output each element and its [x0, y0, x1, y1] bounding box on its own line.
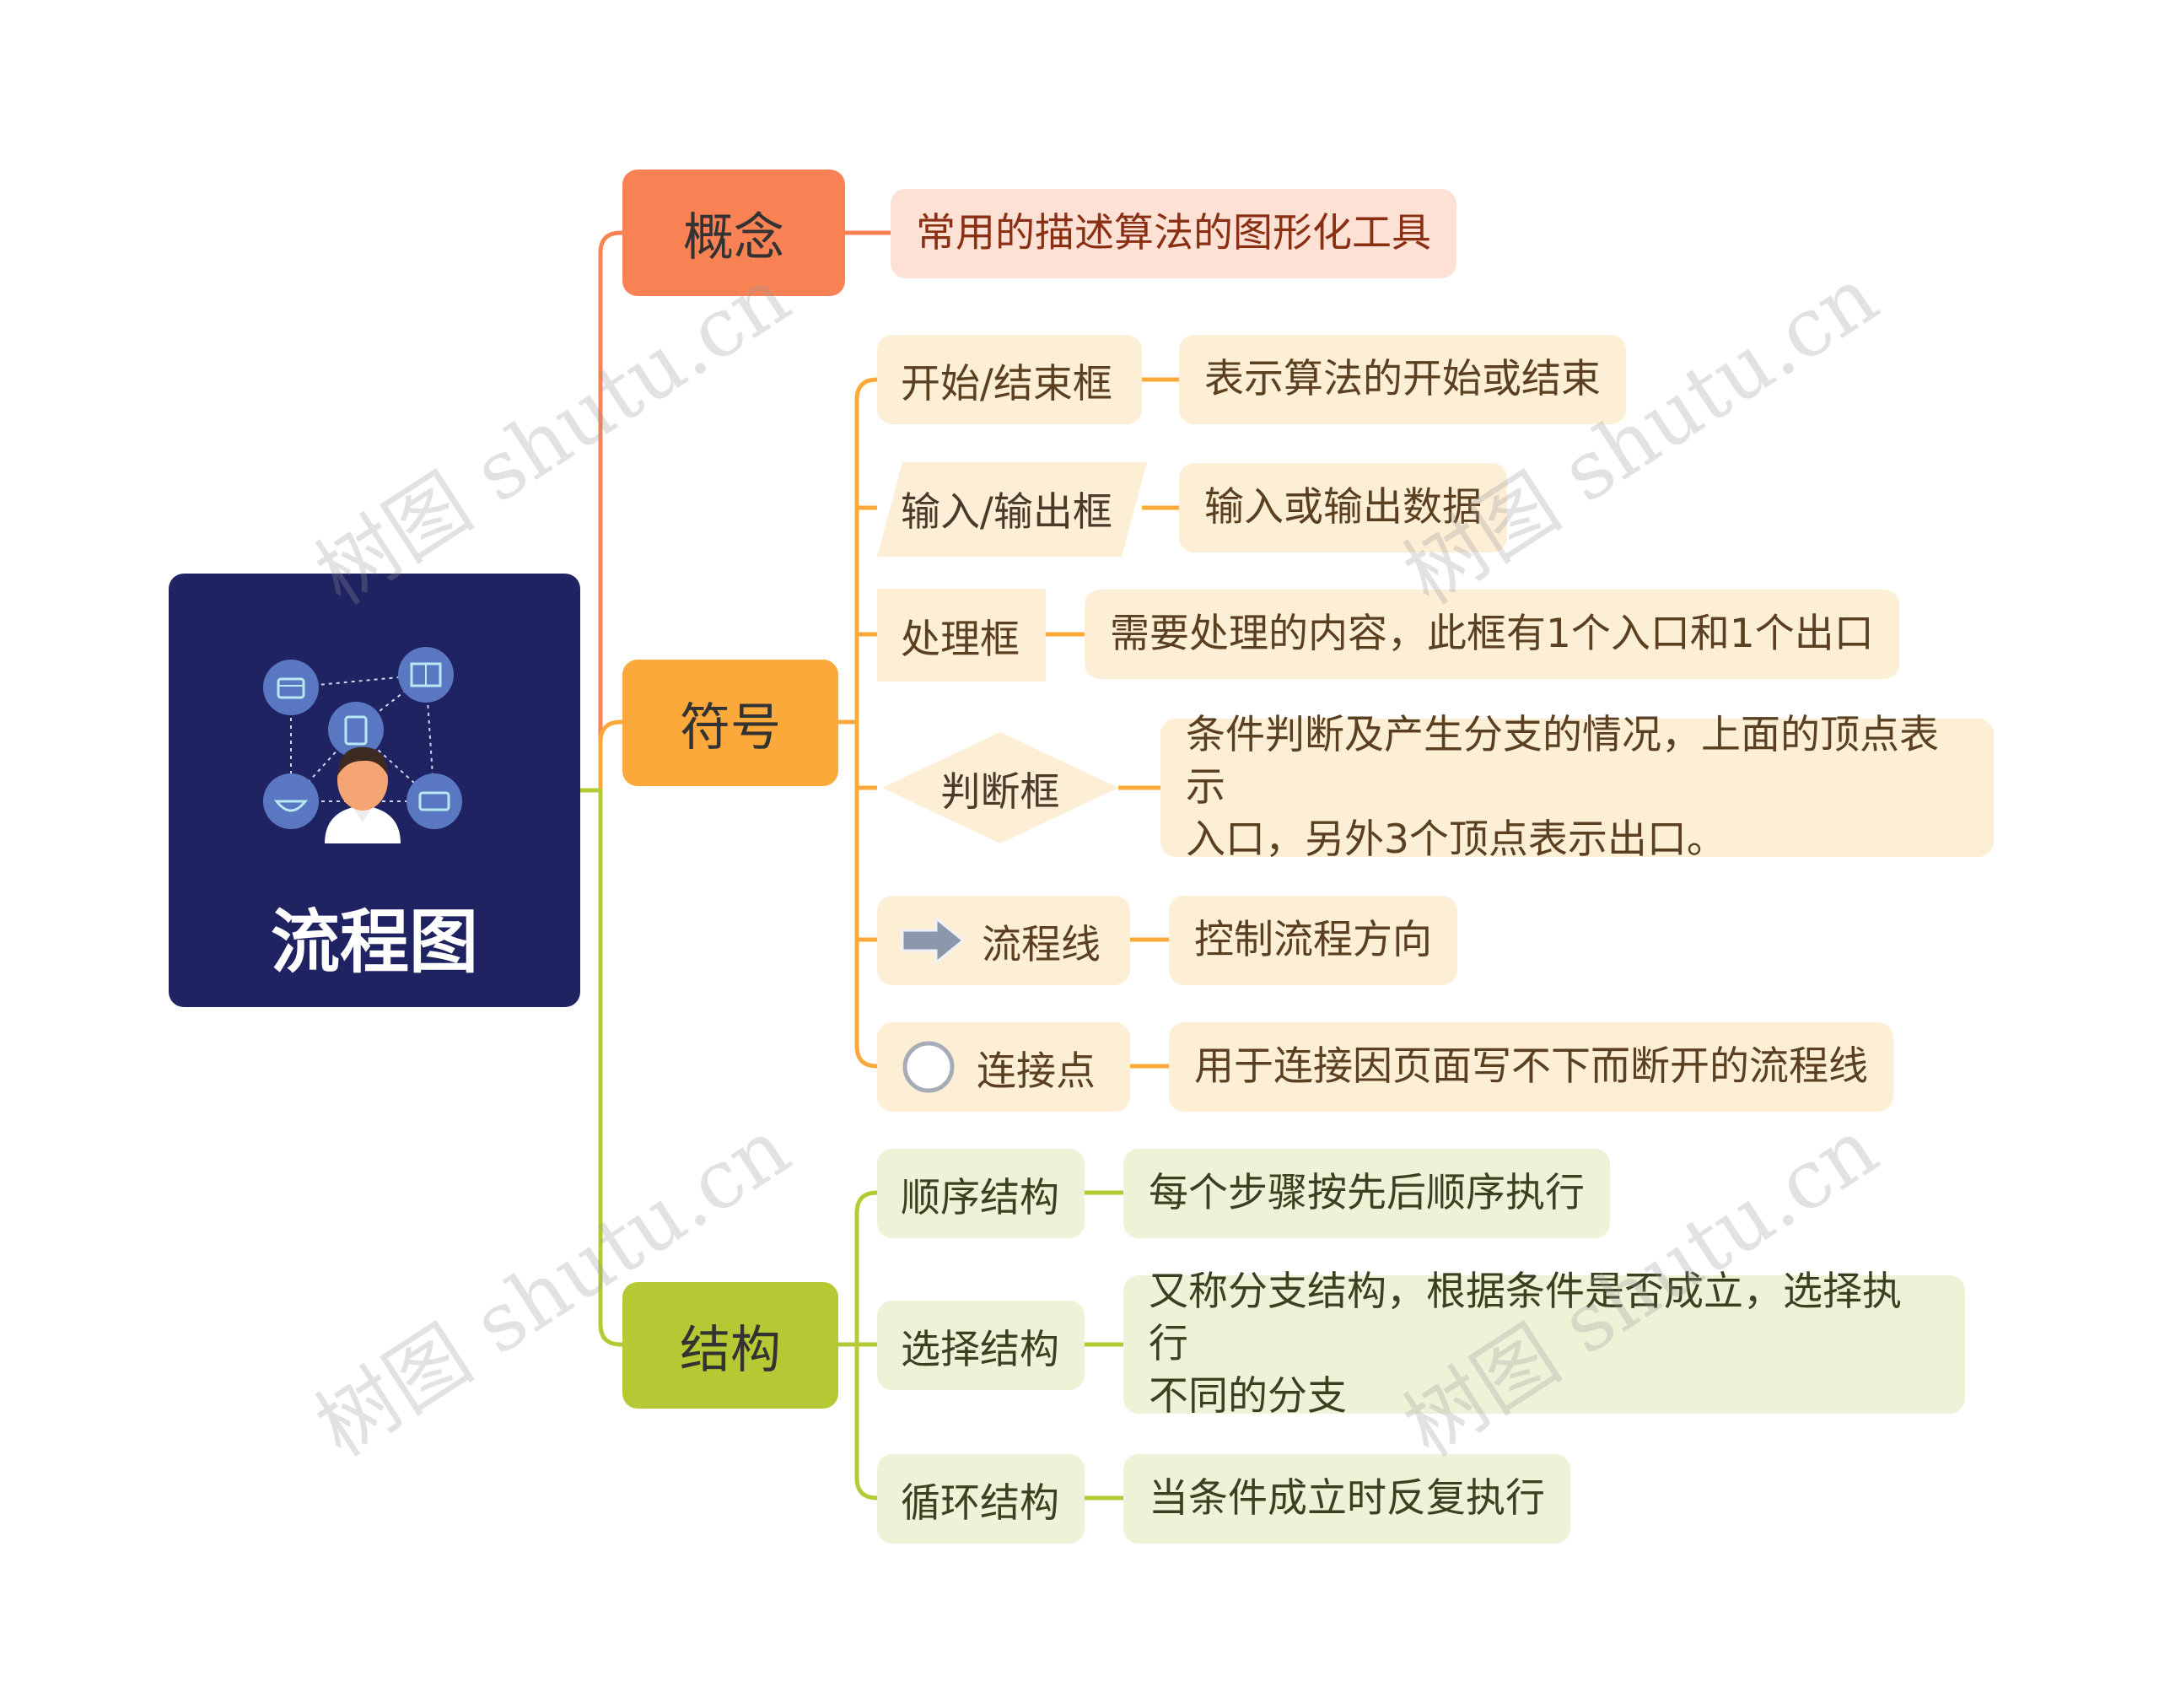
branch-structure-label: 结构 — [680, 1309, 781, 1382]
symbol-start-end-desc[interactable]: 表示算法的开始或结束 — [1179, 335, 1626, 424]
symbol-decision-desc-line2: 入口，另外3个顶点表示出口。 — [1186, 814, 1726, 866]
structure-sequence-label: 顺序结构 — [901, 1165, 1059, 1223]
structure-loop-desc-text: 当条件成立时反复执行 — [1149, 1473, 1545, 1525]
structure-loop[interactable]: 循环结构 — [877, 1454, 1085, 1544]
symbol-process-label: 处理框 — [901, 606, 1020, 665]
symbol-connector-desc[interactable]: 用于连接因页面写不下而断开的流程线 — [1169, 1022, 1893, 1112]
root-title: 流程图 — [169, 886, 580, 986]
symbol-process-desc[interactable]: 需要处理的内容，此框有1个入口和1个出口 — [1085, 590, 1899, 679]
symbol-flowline-desc[interactable]: 控制流程方向 — [1169, 896, 1457, 985]
circle-icon — [901, 1039, 956, 1095]
symbol-process[interactable]: 处理框 — [877, 589, 1046, 682]
symbol-flowline-label: 流程线 — [982, 912, 1101, 970]
symbol-input-output-label: 输入/输出框 — [901, 479, 1112, 537]
symbol-flowline-desc-text: 控制流程方向 — [1194, 914, 1432, 967]
branch-structure[interactable]: 结构 — [622, 1282, 838, 1409]
symbol-decision[interactable]: 判断框 — [882, 732, 1118, 843]
structure-loop-label: 循环结构 — [901, 1470, 1059, 1528]
concept-desc-text: 常用的描述算法的图形化工具 — [916, 207, 1431, 260]
symbol-start-end-label: 开始/结束框 — [901, 351, 1112, 409]
structure-selection-label: 选择结构 — [901, 1317, 1059, 1375]
symbol-start-end-desc-text: 表示算法的开始或结束 — [1204, 353, 1601, 406]
structure-sequence-desc-text: 每个步骤按先后顺序执行 — [1149, 1167, 1585, 1220]
symbol-decision-label: 判断框 — [941, 759, 1060, 817]
network-people-illustration — [261, 641, 489, 843]
symbol-process-desc-text: 需要处理的内容，此框有1个入口和1个出口 — [1110, 608, 1874, 660]
symbol-flowline[interactable]: 流程线 — [877, 896, 1130, 985]
symbol-input-output-desc-text: 输入或输出数据 — [1204, 482, 1482, 534]
branch-symbols[interactable]: 符号 — [622, 660, 838, 786]
symbol-input-output-desc[interactable]: 输入或输出数据 — [1179, 463, 1507, 552]
structure-selection-desc-line1: 又称分支结构，根据条件是否成立，选择执行 — [1149, 1266, 1940, 1371]
branch-symbols-label: 符号 — [680, 687, 781, 760]
arrow-right-icon — [901, 917, 965, 964]
symbol-start-end[interactable]: 开始/结束框 — [877, 335, 1142, 424]
structure-sequence[interactable]: 顺序结构 — [877, 1149, 1085, 1238]
symbol-connector-label: 连接点 — [977, 1038, 1096, 1096]
structure-loop-desc[interactable]: 当条件成立时反复执行 — [1123, 1454, 1570, 1544]
symbol-decision-desc[interactable]: 条件判断及产生分支的情况，上面的顶点表示 入口，另外3个顶点表示出口。 — [1160, 719, 1994, 857]
branch-concept-label: 概念 — [683, 197, 784, 270]
branch-concept[interactable]: 概念 — [622, 170, 845, 296]
structure-selection-desc-line2: 不同的分支 — [1149, 1371, 1347, 1423]
symbol-connector-desc-text: 用于连接因页面写不下而断开的流程线 — [1194, 1041, 1868, 1093]
symbol-input-output[interactable]: 输入/输出框 — [877, 462, 1142, 553]
root-node[interactable]: 流程图 — [169, 574, 580, 1007]
structure-selection-desc[interactable]: 又称分支结构，根据条件是否成立，选择执行 不同的分支 — [1123, 1275, 1965, 1414]
structure-sequence-desc[interactable]: 每个步骤按先后顺序执行 — [1123, 1149, 1610, 1238]
symbol-connector[interactable]: 连接点 — [877, 1022, 1130, 1112]
concept-desc[interactable]: 常用的描述算法的图形化工具 — [891, 189, 1456, 278]
structure-selection[interactable]: 选择结构 — [877, 1301, 1085, 1390]
symbol-decision-desc-line1: 条件判断及产生分支的情况，上面的顶点表示 — [1186, 709, 1968, 814]
